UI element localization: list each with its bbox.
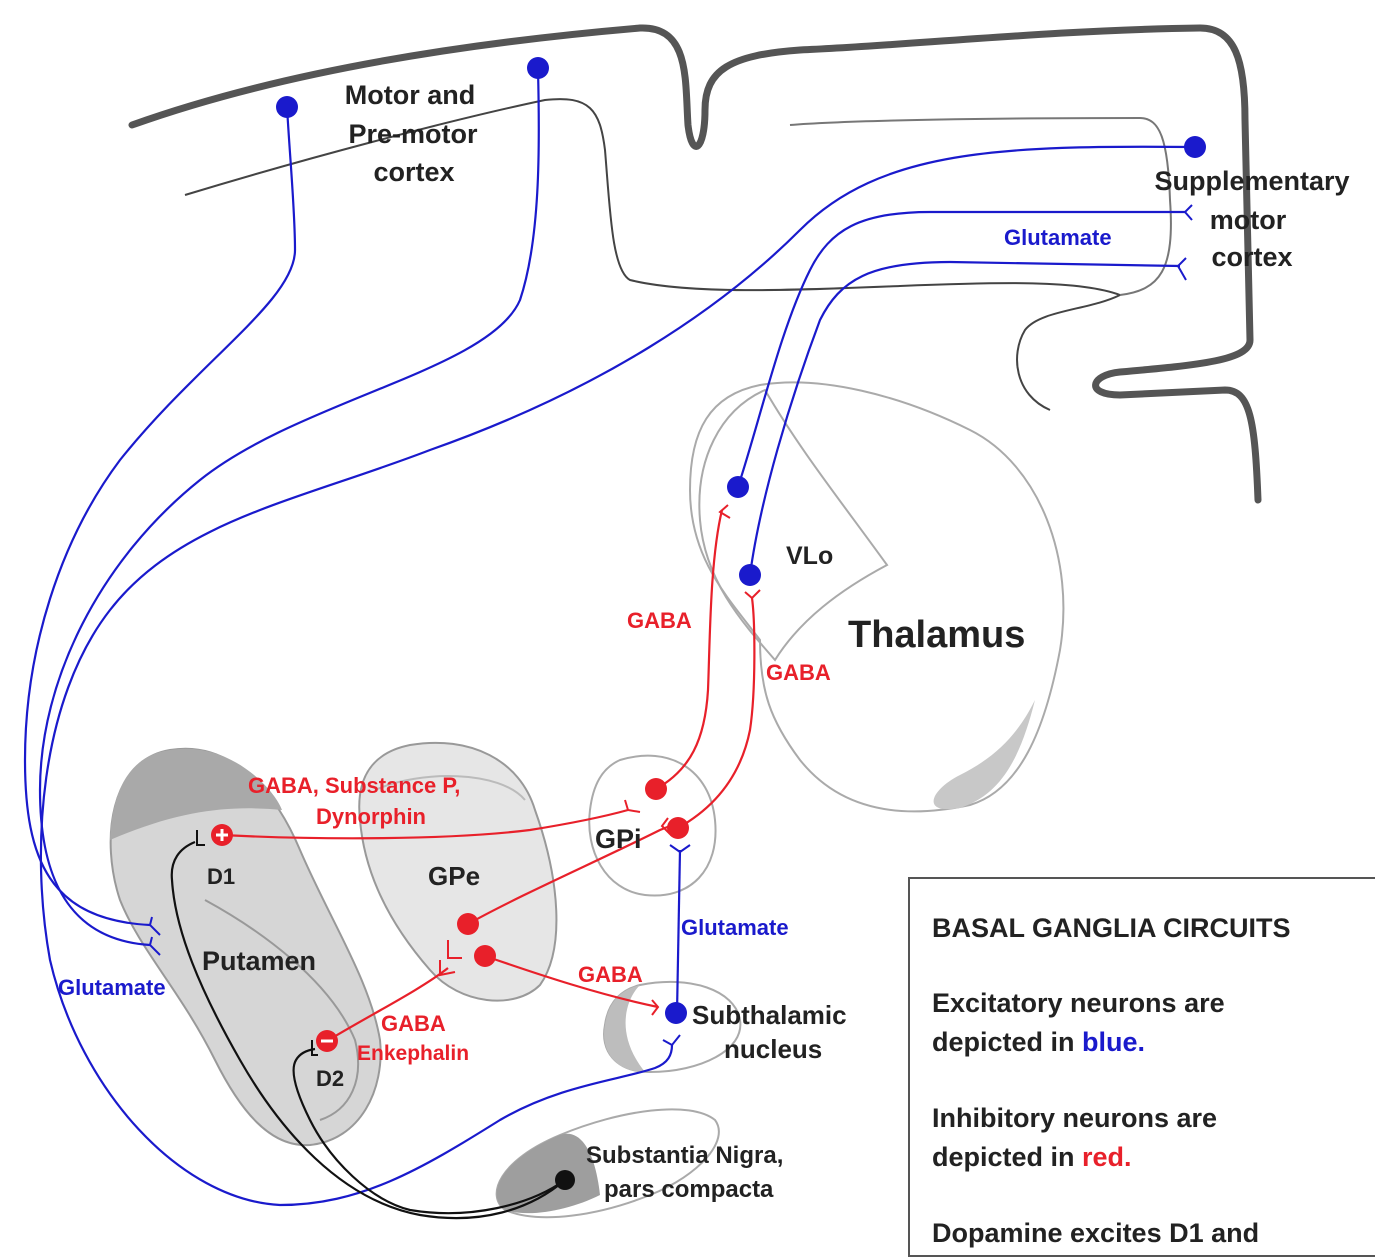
gaba-substance-label-1: GABA, Substance P,	[248, 773, 460, 798]
sn-label-2: pars compacta	[604, 1176, 774, 1203]
legend-red-word: red.	[1082, 1142, 1132, 1172]
legend-excitatory-line2: depicted in blue.	[932, 1023, 1145, 1062]
gaba-enkephalin-label-1: GABA	[381, 1011, 446, 1036]
sma-label-1: Supplementary	[1154, 166, 1349, 196]
stn-neuron	[665, 1002, 687, 1024]
legend-inhibitory-line1: Inhibitory neurons are	[932, 1099, 1217, 1138]
sn-shade	[497, 1134, 600, 1213]
legend-box: BASAL GANGLIA CIRCUITS Excitatory neuron…	[908, 877, 1375, 1257]
vlo-label: VLo	[786, 542, 833, 570]
gpi-neuron-1	[645, 778, 667, 800]
legend-excitatory-text: depicted in	[932, 1027, 1082, 1057]
stn-label-2: nucleus	[724, 1034, 822, 1064]
d2-neuron	[316, 1030, 338, 1052]
glutamate-label-stn: Glutamate	[681, 915, 789, 940]
legend-dopamine-line: Dopamine excites D1 and	[932, 1214, 1259, 1253]
gaba-substance-label-2: Dynorphin	[316, 804, 426, 829]
gpe-neuron-1	[457, 913, 479, 935]
gpi-label: GPi	[595, 824, 642, 854]
gpe-label: GPe	[428, 861, 480, 891]
sulcus-outline	[790, 118, 1171, 295]
vlo-neuron-2	[739, 564, 761, 586]
synapse-fork-sma-2	[1178, 258, 1186, 280]
glutamate-label-left: Glutamate	[58, 975, 166, 1000]
sma-label-2: motor	[1210, 205, 1287, 235]
sn-label-1: Substantia Nigra,	[586, 1142, 783, 1169]
stn-label-1: Subthalamic	[692, 1000, 847, 1030]
glutamate-label-top: Glutamate	[1004, 225, 1112, 250]
legend-blue-word: blue.	[1082, 1027, 1145, 1057]
motor-cortex-neuron-1	[276, 96, 298, 118]
white-matter-outline	[185, 99, 1120, 410]
legend-title: BASAL GANGLIA CIRCUITS	[932, 909, 1291, 948]
sn-neuron	[555, 1170, 575, 1190]
motor-cortex-label-2: Pre-motor	[348, 119, 478, 149]
motor-cortex-label-1: Motor and	[345, 80, 475, 110]
gaba-label-right: GABA	[766, 660, 831, 685]
sma-label-3: cortex	[1211, 242, 1292, 272]
gpi-neuron-2	[667, 817, 689, 839]
legend-excitatory-line1: Excitatory neurons are	[932, 984, 1225, 1023]
gaba-label-left: GABA	[627, 608, 692, 633]
sma-neuron	[1184, 136, 1206, 158]
d2-label: D2	[316, 1066, 344, 1091]
gaba-enkephalin-label-2: Enkephalin	[357, 1042, 469, 1065]
gpe-neuron-2	[474, 945, 496, 967]
thalamus-label: Thalamus	[848, 614, 1025, 656]
legend-inhibitory-line2: depicted in red.	[932, 1138, 1132, 1177]
gaba-stn-label: GABA	[578, 962, 643, 987]
motor-cortex-label-3: cortex	[373, 157, 454, 187]
legend-inhibitory-text: depicted in	[932, 1142, 1082, 1172]
putamen-label: Putamen	[202, 946, 316, 976]
motor-cortex-neuron-2	[527, 57, 549, 79]
vlo-neuron-1	[727, 476, 749, 498]
d1-neuron	[211, 824, 233, 846]
synapse-fork-sma-1	[1185, 205, 1192, 220]
d1-label: D1	[207, 864, 235, 889]
